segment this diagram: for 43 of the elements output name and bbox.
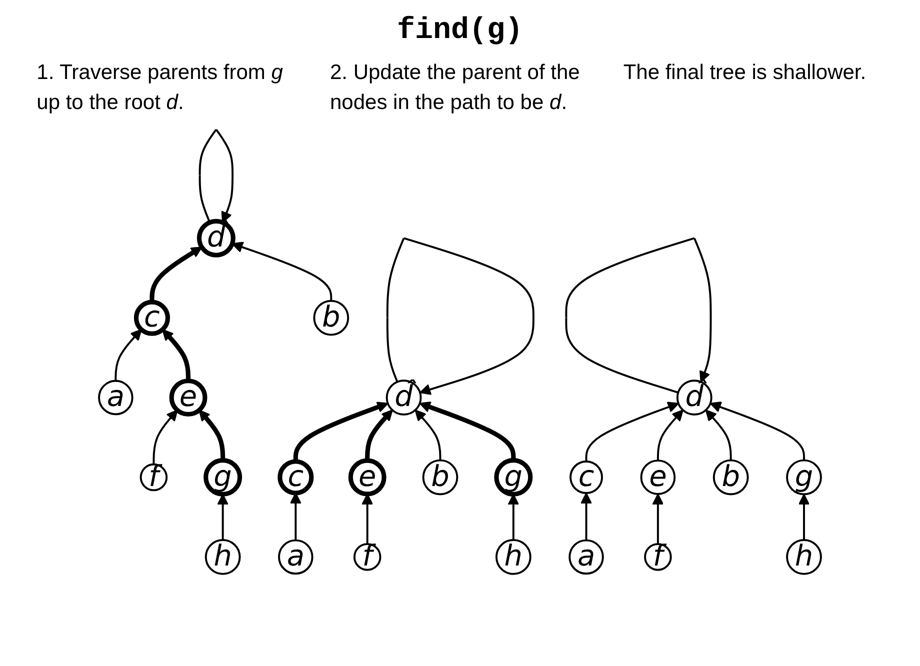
- node-circle: c: [278, 459, 314, 496]
- title: find(g): [396, 14, 524, 48]
- arrow: [293, 402, 388, 462]
- arrow: [585, 402, 679, 462]
- node-circle: a: [98, 380, 134, 416]
- node-circle: c: [134, 300, 170, 336]
- node-circle: b: [712, 459, 749, 496]
- step-caption: 2. Update the parent of the nodes in the path to be d.: [330, 60, 581, 116]
- node-circle: e: [169, 378, 208, 416]
- step-caption: The final tree is shallower.: [623, 60, 868, 86]
- node-circle: e: [640, 459, 676, 495]
- arrow: [114, 328, 142, 381]
- node-circle: g: [786, 459, 822, 496]
- node-circle: d̂: [386, 379, 422, 416]
- arrow: [162, 328, 191, 381]
- arrow: [419, 401, 516, 460]
- arrow: [365, 409, 393, 460]
- node-circle: a: [278, 539, 314, 574]
- node-circle: c: [570, 460, 603, 494]
- arrow: [232, 242, 332, 301]
- node-circle: h: [786, 538, 822, 575]
- arrow: [652, 493, 664, 544]
- arrow: [710, 401, 805, 460]
- arrow: [580, 492, 592, 540]
- arrow: [198, 410, 226, 460]
- arrow: [152, 410, 178, 464]
- node-circle: b: [422, 459, 458, 496]
- node-circle: b: [313, 300, 350, 336]
- node-circle: h: [495, 538, 532, 575]
- arrow: [217, 494, 229, 540]
- arrow: [656, 409, 684, 460]
- arrow: [508, 494, 520, 540]
- step-caption: 1. Traverse parents from g up to the root d.: [36, 60, 284, 116]
- node-circle: g: [494, 458, 533, 496]
- node-circle: e: [348, 458, 386, 496]
- node-circle: d̂: [676, 379, 712, 416]
- arrow: [150, 246, 202, 302]
- node-circle: h: [204, 538, 241, 575]
- arrow: [414, 409, 442, 460]
- node-circle: a: [568, 539, 604, 574]
- node-circle: g: [204, 458, 242, 496]
- arrow: [798, 494, 810, 540]
- arrow: [705, 409, 732, 460]
